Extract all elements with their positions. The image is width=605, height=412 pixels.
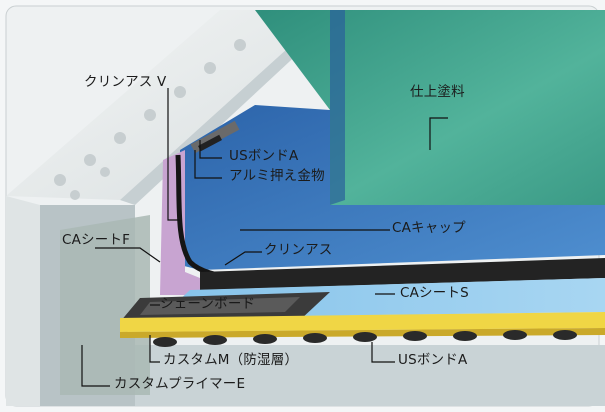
label-clinias-v: クリンアス V xyxy=(84,74,167,90)
concrete-base xyxy=(40,345,605,406)
custom-m-layer xyxy=(120,312,605,332)
label-us-bond-a-top: USボンドA xyxy=(229,148,299,164)
label-custom-primer-e: カスタムプライマーE xyxy=(114,376,246,392)
parapet-front-face xyxy=(6,196,40,406)
label-aluminum-bar: アルミ押え金物 xyxy=(229,168,325,184)
wall-panel xyxy=(180,105,605,270)
label-us-bond-a-bottom: USボンドA xyxy=(398,352,468,368)
label-finish-paint: 仕上塗料 xyxy=(410,84,465,100)
leader-lines xyxy=(81,88,448,387)
us-bond-a-top-strip xyxy=(197,134,223,152)
label-ca-cap: CAキャップ xyxy=(392,220,466,236)
label-ca-sheet-f: CAシートF xyxy=(62,232,131,248)
wall-panel-edge xyxy=(330,10,345,205)
label-ca-sheet-s: CAシートS xyxy=(400,285,469,301)
shane-board-top xyxy=(140,297,300,315)
ca-sheet-f xyxy=(160,150,310,295)
label-clinias: クリンアス xyxy=(264,242,333,258)
label-custom-m: カスタムM（防湿層） xyxy=(163,352,299,368)
us-bond-a-dabs xyxy=(153,330,577,347)
ca-cap-band xyxy=(200,258,605,290)
label-shane-board: シェーンボード xyxy=(160,296,256,312)
parapet-texture xyxy=(54,39,246,200)
